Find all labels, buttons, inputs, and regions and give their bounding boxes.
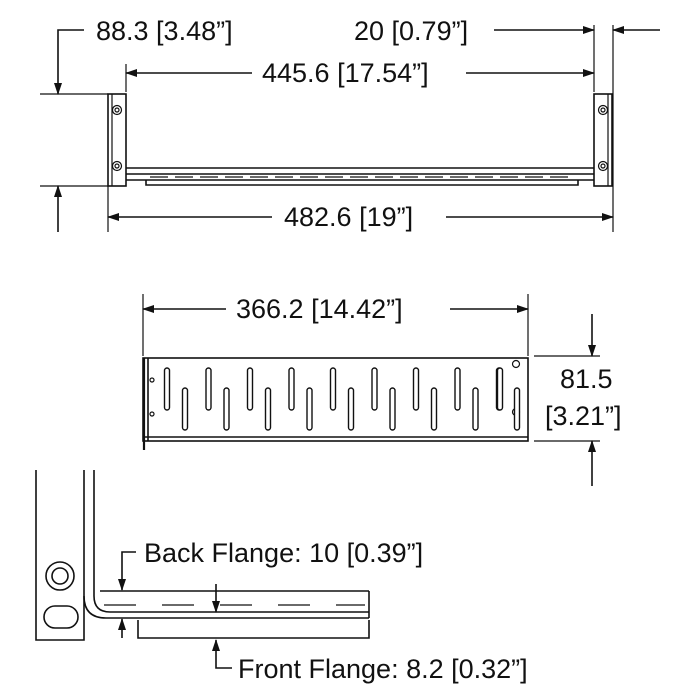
detail-rack-ear xyxy=(35,470,95,641)
front-flange-leader xyxy=(212,639,232,669)
ear-width-label: 20 [0.79”] xyxy=(354,16,468,46)
vent-slot-lower xyxy=(389,387,396,431)
top-view: 366.2 [14.42”] 81.5 [3.21”] xyxy=(142,294,622,486)
back-flange-leader xyxy=(118,551,136,591)
height-leader-top xyxy=(54,29,84,95)
vent-slot-upper xyxy=(371,367,378,411)
vent-slot-upper xyxy=(454,367,461,411)
back-flange xyxy=(83,590,370,619)
overall-width-label: 482.6 [19”] xyxy=(284,202,413,232)
vent-slot-lower xyxy=(306,387,313,431)
vent-slot-upper xyxy=(246,367,254,411)
right-rack-ear xyxy=(593,93,613,187)
shelf-tray-front xyxy=(126,167,594,186)
front-flange xyxy=(137,620,370,639)
vent-slot-upper xyxy=(329,367,337,411)
shelf-depth-in-label: [3.21”] xyxy=(545,401,622,431)
vent-slot-lower xyxy=(472,387,479,431)
vent-slot-lower xyxy=(347,387,355,431)
vent-slot-lower xyxy=(513,387,521,431)
inner-width-label: 445.6 [17.54”] xyxy=(262,58,429,88)
shelf-depth-mm-label: 81.5 xyxy=(560,364,613,394)
vent-slot-lower xyxy=(181,387,189,431)
vent-slot-lower xyxy=(223,387,230,431)
front-flange-label: Front Flange: 8.2 [0.32”] xyxy=(238,654,528,684)
ventilation-slots xyxy=(163,367,521,431)
vent-slot-upper xyxy=(412,367,420,411)
vent-slot-lower xyxy=(264,387,272,431)
front-view: 88.3 [3.48”] 20 [0.79”] 445.6 [17.54”] xyxy=(40,16,660,232)
shelf-length-label: 366.2 [14.42”] xyxy=(236,294,403,324)
back-flange-label: Back Flange: 10 [0.39”] xyxy=(144,538,423,568)
vent-slot-upper xyxy=(163,367,171,411)
vent-slot-lower xyxy=(430,387,438,431)
vent-slot-upper xyxy=(205,367,212,411)
left-rack-ear xyxy=(107,93,127,187)
shelf-plate xyxy=(142,357,529,450)
vent-slot-upper xyxy=(496,367,504,411)
height-total-label: 88.3 [3.48”] xyxy=(96,16,233,46)
vent-slot-upper xyxy=(288,367,295,411)
flange-detail-view: Back Flange: 10 [0.39”] Front Flange: 8.… xyxy=(35,470,528,684)
